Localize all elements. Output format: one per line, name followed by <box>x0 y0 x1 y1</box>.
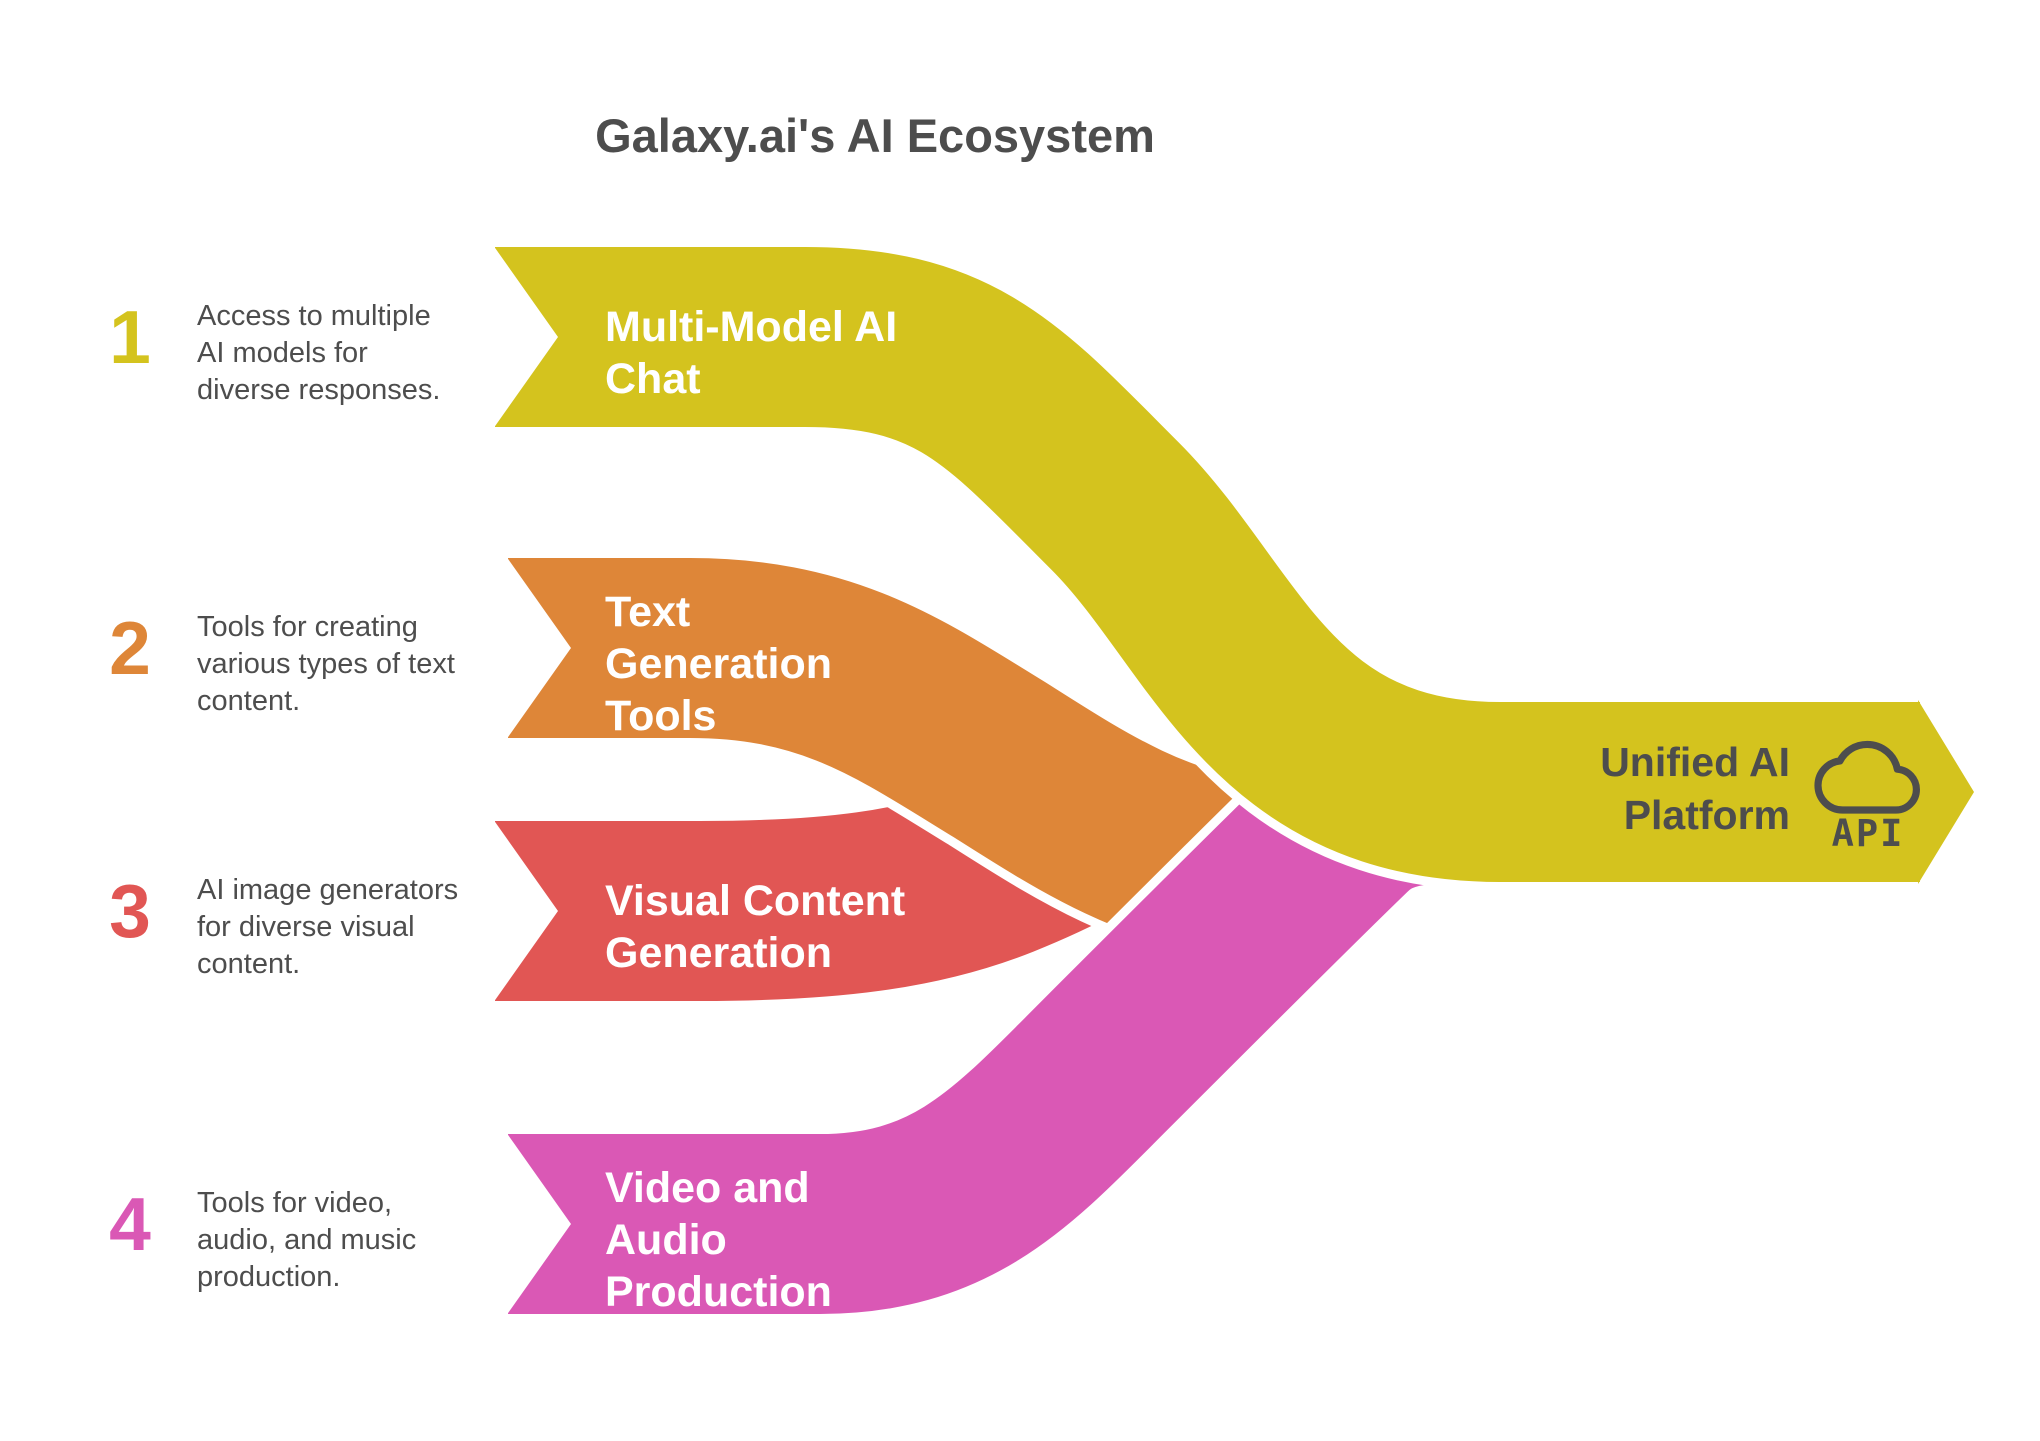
page-title: Galaxy.ai's AI Ecosystem <box>595 109 1155 162</box>
step-2-number: 2 <box>109 606 151 690</box>
band-2-label-line-1: Text <box>605 588 690 636</box>
cloud-icon <box>1814 740 1920 814</box>
step-3-description-line-2: for diverse visual <box>197 911 415 943</box>
band-1-label-line-2: Chat <box>605 355 701 403</box>
band-2-label-line-2: Generation <box>605 640 832 688</box>
api-icon-text: API <box>1832 812 1905 855</box>
band-1-label-line-1: Multi-Model AI <box>605 303 897 351</box>
band-4-label-line-3: Production <box>605 1268 832 1316</box>
band-1-notch <box>493 245 558 429</box>
step-2-description-line-2: various types of text <box>197 648 455 680</box>
platform-label: Unified AI Platform <box>1600 739 1790 838</box>
step-3-number: 3 <box>109 869 151 953</box>
platform-arrow-head <box>1918 700 1974 884</box>
flow-band-text-generation <box>508 558 1272 962</box>
step-4-number: 4 <box>109 1182 151 1266</box>
step-1-description: Access to multiple AI models for diverse… <box>197 300 440 406</box>
band-3-notch <box>493 819 558 1003</box>
band-3-label-line-1: Visual Content <box>605 877 905 925</box>
step-4-description-line-1: Tools for video, <box>197 1187 392 1219</box>
step-1-description-line-3: diverse responses. <box>197 374 440 406</box>
band-4-label-line-2: Audio <box>605 1216 727 1264</box>
step-1-description-line-1: Access to multiple <box>197 300 431 332</box>
band-4-label-line-1: Video and <box>605 1164 810 1212</box>
band-4-label: Video and Audio Production <box>605 1164 832 1316</box>
step-3-description: AI image generators for diverse visual c… <box>197 874 458 980</box>
band-3-label: Visual Content Generation <box>605 877 905 977</box>
step-4-description-line-2: audio, and music <box>197 1224 416 1256</box>
platform-label-line-1: Unified AI <box>1600 739 1790 785</box>
step-1-description-line-2: AI models for <box>197 337 368 369</box>
platform-label-line-2: Platform <box>1624 792 1790 838</box>
step-1-number: 1 <box>109 295 151 379</box>
step-3-description-line-1: AI image generators <box>197 874 458 906</box>
band-4-notch <box>506 1132 571 1316</box>
step-2-description-line-1: Tools for creating <box>197 611 418 643</box>
cloud-api-icon: API <box>1814 740 1920 855</box>
step-2-description: Tools for creating various types of text… <box>197 611 455 717</box>
band-3-label-line-2: Generation <box>605 929 832 977</box>
flow-band-multi-model <box>495 247 1920 882</box>
step-2-description-line-3: content. <box>197 685 300 717</box>
band-2-label: Text Generation Tools <box>605 588 832 740</box>
band-1-label: Multi-Model AI Chat <box>605 303 897 403</box>
band-2-label-line-3: Tools <box>605 692 716 740</box>
step-3-description-line-3: content. <box>197 948 300 980</box>
band-2-notch <box>506 556 571 740</box>
step-4-description: Tools for video, audio, and music produc… <box>197 1187 416 1293</box>
step-4-description-line-3: production. <box>197 1261 341 1293</box>
